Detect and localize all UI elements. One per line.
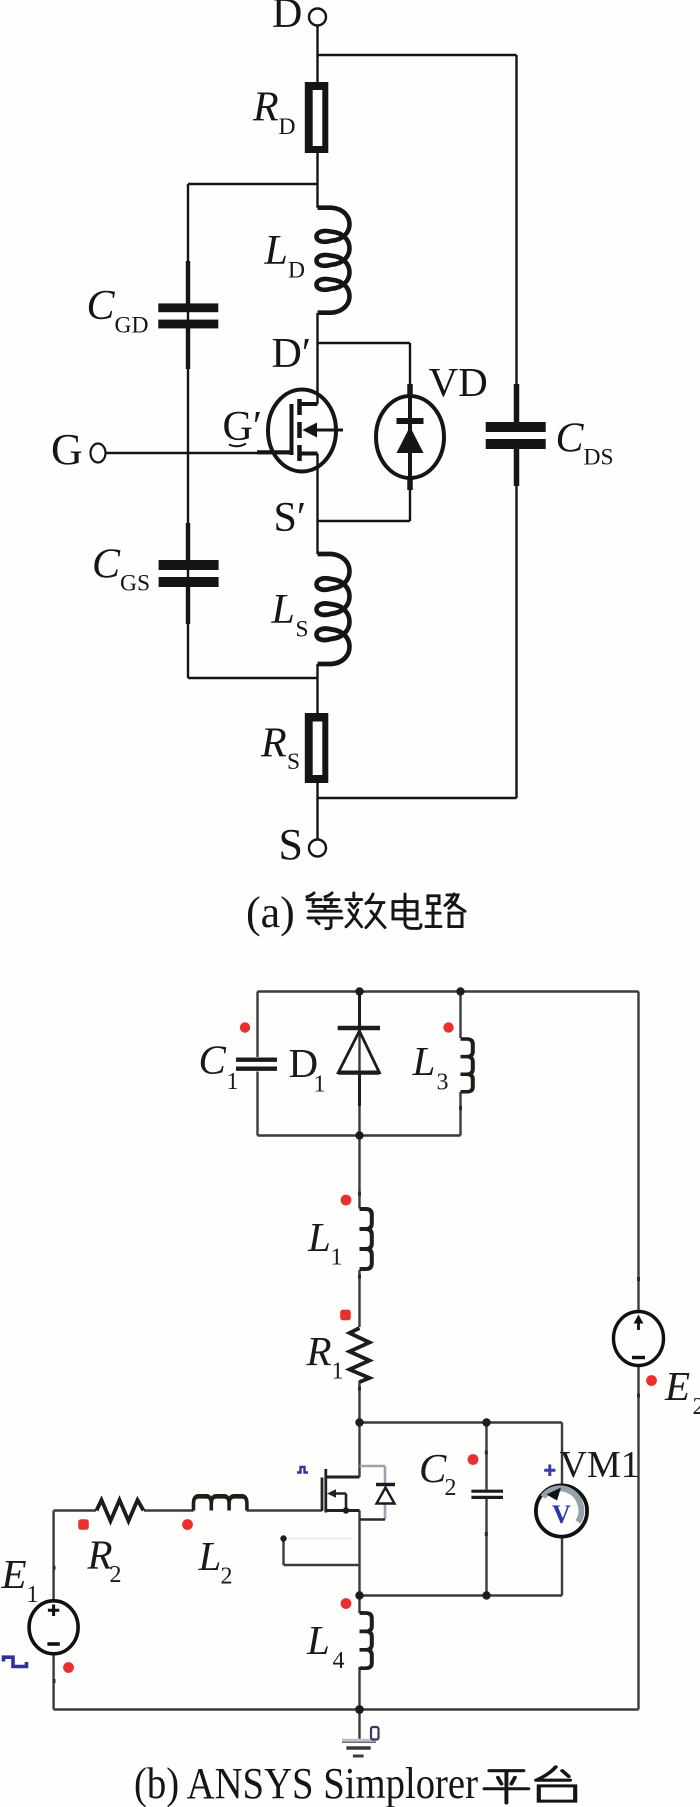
svg-text:R: R — [252, 85, 279, 131]
svg-text:L: L — [264, 228, 288, 274]
svg-text:4: 4 — [333, 1648, 345, 1674]
svg-text:S: S — [287, 749, 300, 775]
svg-text:1: 1 — [314, 1072, 326, 1098]
svg-text:1: 1 — [27, 1582, 39, 1608]
svg-text:D: D — [272, 0, 302, 37]
svg-text:D′: D′ — [272, 331, 312, 377]
svg-text:L: L — [412, 1038, 436, 1084]
svg-text:D: D — [289, 1040, 319, 1086]
svg-text:1: 1 — [332, 1359, 344, 1385]
svg-text:2: 2 — [221, 1564, 233, 1590]
svg-text:E: E — [664, 1363, 690, 1409]
svg-text:R: R — [260, 721, 287, 767]
svg-text:G: G — [51, 425, 83, 474]
svg-text:C: C — [419, 1445, 447, 1491]
svg-text:2: 2 — [693, 1394, 700, 1420]
svg-text:R: R — [306, 1328, 332, 1374]
svg-text:E: E — [1, 1551, 27, 1597]
svg-text:L: L — [271, 587, 295, 633]
svg-text:2: 2 — [445, 1475, 457, 1501]
svg-text:VD: VD — [429, 359, 488, 405]
svg-text:(b) ANSYS Simplorer: (b) ANSYS Simplorer — [134, 1759, 478, 1807]
svg-text:DS: DS — [584, 445, 614, 471]
svg-text:R: R — [87, 1532, 113, 1578]
svg-text:VM1: VM1 — [560, 1444, 640, 1486]
svg-text:L: L — [307, 1214, 331, 1260]
svg-text:1: 1 — [227, 1069, 239, 1095]
svg-text:C: C — [556, 416, 585, 462]
svg-text:C: C — [199, 1037, 227, 1083]
svg-text:S′: S′ — [274, 495, 307, 541]
svg-text:D: D — [288, 258, 305, 284]
svg-text:1: 1 — [331, 1245, 343, 1271]
svg-text:D: D — [279, 114, 296, 140]
svg-text:GS: GS — [120, 571, 150, 597]
svg-text:3: 3 — [437, 1070, 449, 1096]
svg-text:L: L — [306, 1617, 330, 1663]
svg-text:C: C — [87, 283, 116, 329]
svg-text:C: C — [92, 542, 121, 588]
svg-text:S: S — [279, 820, 303, 869]
svg-text:S: S — [296, 617, 309, 643]
svg-text:(a): (a) — [246, 888, 295, 937]
svg-text:GD: GD — [115, 313, 149, 339]
svg-text:V: V — [552, 1500, 571, 1529]
svg-text:2: 2 — [110, 1562, 122, 1588]
svg-text:G′: G′ — [223, 404, 263, 450]
svg-text:L: L — [198, 1533, 222, 1579]
